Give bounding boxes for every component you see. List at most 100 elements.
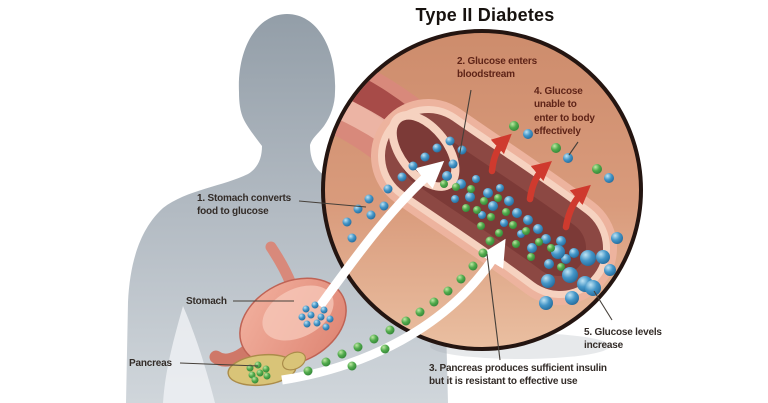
- glucose-ball: [500, 219, 508, 227]
- insulin-ball: [452, 183, 460, 191]
- insulin-ball: [495, 229, 503, 237]
- glucose-ball: [544, 259, 554, 269]
- white-flow-arrows: [281, 160, 506, 385]
- glucose-ball: [527, 243, 537, 253]
- leader-line: [568, 141, 579, 156]
- insulin-ball: [254, 361, 262, 369]
- glucose-ball: [523, 129, 533, 139]
- red-exit-arrow: [488, 133, 512, 175]
- glucose-ball: [596, 250, 610, 264]
- glucose-ball: [379, 201, 389, 211]
- glucose-ball: [326, 315, 334, 323]
- red-arrows: [488, 133, 591, 231]
- glucose-ball: [448, 159, 458, 169]
- insulin-ball: [592, 164, 602, 174]
- insulin-balls: [246, 121, 602, 384]
- glucose-ball: [303, 320, 311, 328]
- glucose-ball: [442, 171, 452, 181]
- glucose-ball: [604, 264, 616, 276]
- glucose-ball: [565, 291, 579, 305]
- page-title: Type II Diabetes: [415, 5, 555, 25]
- label-stomach: Stomach: [186, 296, 227, 307]
- glucose-ball: [541, 274, 555, 288]
- insulin-ball: [262, 365, 270, 373]
- insulin-ball: [468, 261, 478, 271]
- insulin-ball: [251, 376, 259, 384]
- glucose-ball: [512, 208, 522, 218]
- glucose-ball: [364, 194, 374, 204]
- glucose-ball: [569, 248, 579, 258]
- glucose-ball: [307, 311, 315, 319]
- insulin-ball: [478, 248, 488, 258]
- insulin-ball: [535, 238, 543, 246]
- glucose-ball: [604, 173, 614, 183]
- glucose-ball: [311, 301, 319, 309]
- insulin-ball: [456, 274, 466, 284]
- insulin-ball: [487, 213, 495, 221]
- glucose-ball: [347, 233, 357, 243]
- glucose-ball: [478, 211, 486, 219]
- insulin-ball: [551, 143, 561, 153]
- glucose-ball: [366, 210, 376, 220]
- glucose-ball: [317, 313, 325, 321]
- glucose-ball: [313, 319, 321, 327]
- pancreas-flow-arrow: [281, 238, 506, 385]
- label-step-4: 4. Glucose unable to enter to body effec…: [534, 86, 595, 138]
- glucose-ball: [556, 236, 566, 246]
- glucose-ball: [457, 145, 467, 155]
- insulin-ball: [473, 206, 481, 214]
- arm-highlight: [163, 306, 215, 403]
- glucose-ball: [302, 305, 310, 313]
- glucose-ball: [445, 136, 455, 146]
- glucose-ball: [472, 175, 480, 183]
- insulin-ball: [429, 297, 439, 307]
- insulin-ball: [415, 307, 425, 317]
- insulin-ball: [347, 361, 357, 371]
- insulin-ball: [256, 369, 264, 377]
- glucose-ball: [580, 250, 596, 266]
- label-step-5: 5. Glucose levels increase: [584, 327, 662, 352]
- insulin-ball: [369, 334, 379, 344]
- insulin-ball: [509, 221, 517, 229]
- glucose-ball: [488, 201, 498, 211]
- glucose-ball: [496, 184, 504, 192]
- insulin-ball: [485, 236, 495, 246]
- leader-lines: [179, 89, 613, 367]
- glucose-ball: [611, 232, 623, 244]
- glucose-ball: [408, 161, 418, 171]
- glucose-ball: [298, 313, 306, 321]
- glucose-ball: [383, 184, 393, 194]
- leader-line: [593, 290, 613, 321]
- glucose-ball: [523, 215, 533, 225]
- leader-line: [298, 200, 367, 208]
- insulin-ball: [337, 349, 347, 359]
- glucose-ball: [541, 234, 551, 244]
- insulin-ball: [557, 263, 565, 271]
- insulin-ball: [321, 357, 331, 367]
- duodenum: [209, 343, 255, 367]
- glucose-ball: [563, 153, 573, 163]
- red-exit-arrow: [526, 160, 552, 203]
- insulin-ball: [527, 253, 535, 261]
- glucose-ball: [465, 192, 475, 202]
- insulin-ball: [443, 286, 453, 296]
- stomach-flow-arrow: [316, 160, 445, 309]
- insulin-ball: [385, 325, 395, 335]
- glucose-ball: [585, 280, 601, 296]
- insulin-ball: [467, 185, 475, 193]
- insulin-ball: [353, 342, 363, 352]
- insulin-ball: [380, 344, 390, 354]
- insulin-ball: [462, 204, 470, 212]
- insulin-ball: [477, 222, 485, 230]
- glucose-balls: [298, 129, 623, 331]
- glucose-ball: [562, 267, 578, 283]
- glucose-ball: [432, 143, 442, 153]
- leader-line: [458, 89, 472, 159]
- glucose-ball: [420, 152, 430, 162]
- label-pancreas: Pancreas: [129, 358, 172, 369]
- glucose-ball: [322, 323, 330, 331]
- leader-line: [179, 362, 259, 367]
- insulin-ball: [522, 227, 530, 235]
- insulin-ball: [401, 316, 411, 326]
